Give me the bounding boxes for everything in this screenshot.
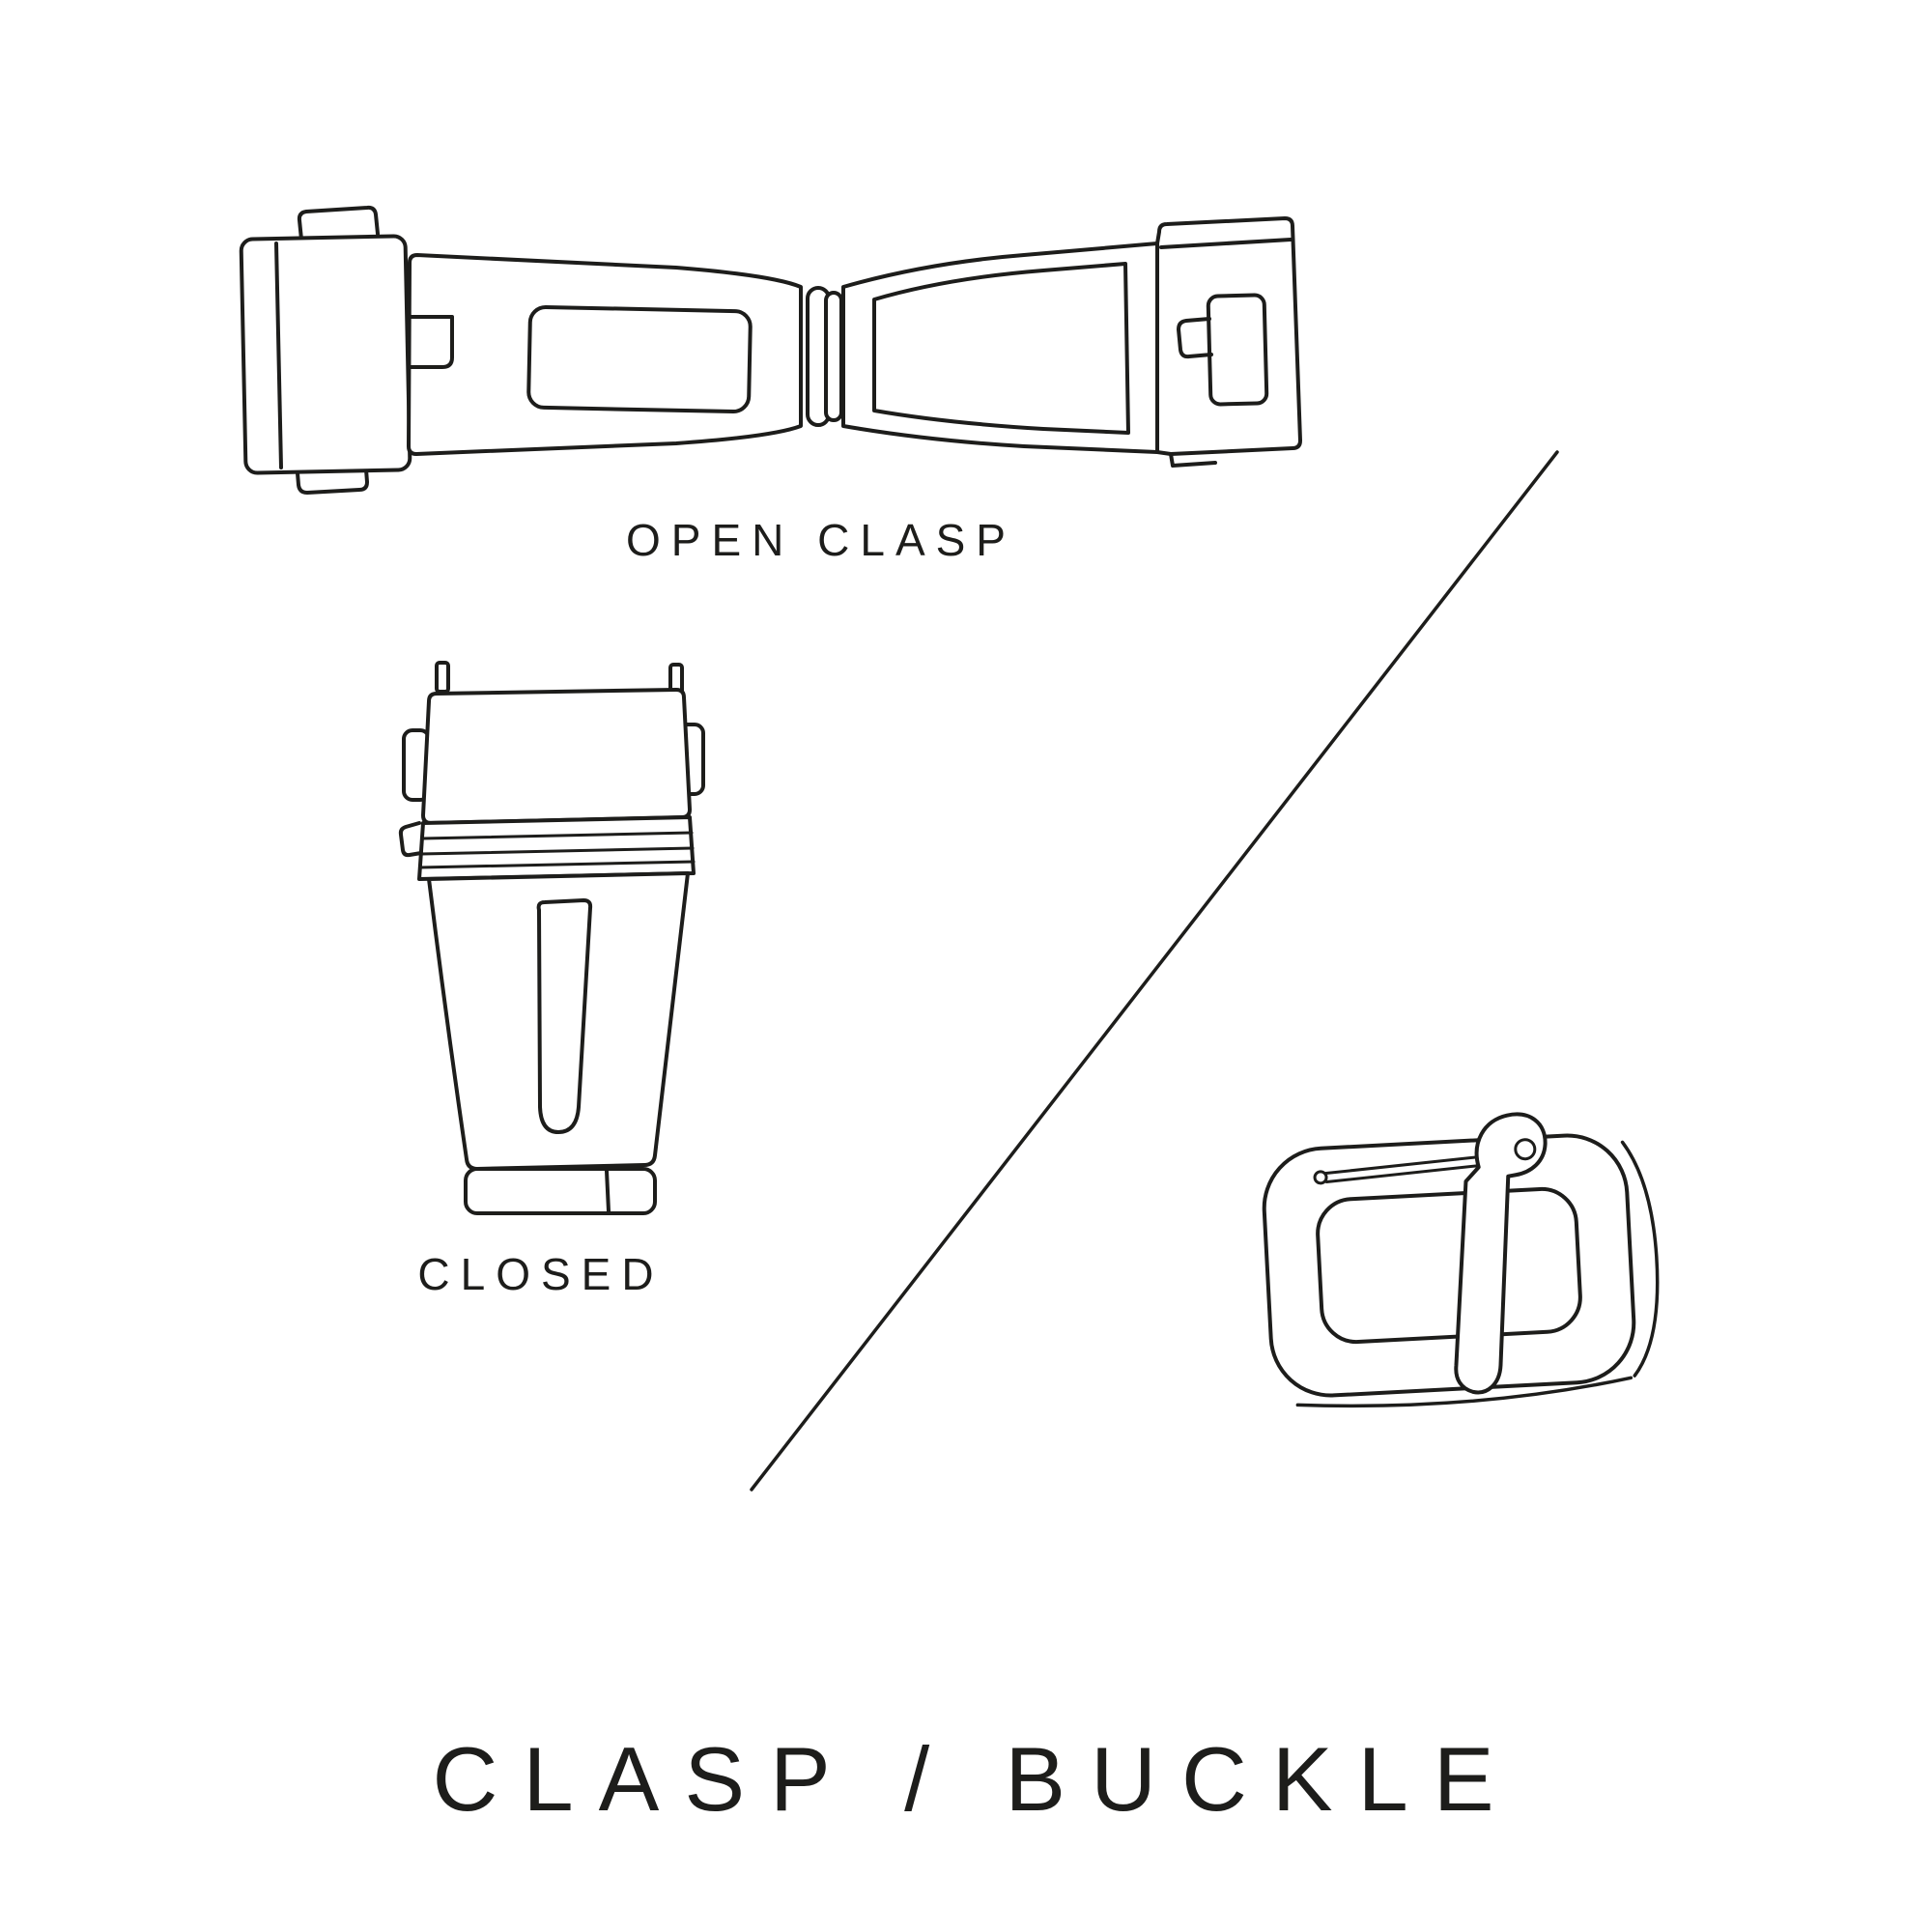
tang-buckle-illustration bbox=[1262, 1112, 1660, 1408]
open-clasp-caption: OPEN CLASP bbox=[626, 515, 1016, 565]
open-clasp-right-end bbox=[1155, 216, 1302, 468]
closed-clasp-prong-left bbox=[435, 661, 450, 694]
open-clasp-right-blade bbox=[841, 242, 1159, 454]
buckle-depth-bottom bbox=[1295, 1376, 1634, 1408]
closed-clasp-band bbox=[398, 815, 696, 881]
buckle-depth-right bbox=[1620, 1140, 1660, 1378]
closed-clasp-illustration bbox=[398, 661, 705, 1215]
closed-clasp-caption: CLOSED bbox=[417, 1249, 665, 1299]
closed-clasp-body bbox=[427, 871, 690, 1171]
open-clasp-left-cover bbox=[239, 205, 412, 495]
buckle-tang bbox=[1454, 1112, 1548, 1395]
buckle-frame-opening bbox=[1316, 1186, 1582, 1345]
closed-clasp-cover bbox=[421, 688, 692, 825]
closed-clasp-bottom-cap bbox=[464, 1167, 657, 1215]
open-clasp-illustration bbox=[239, 205, 1302, 495]
open-clasp-left-blade bbox=[407, 253, 803, 456]
open-clasp-hinge bbox=[806, 286, 843, 427]
diagonal-divider-line bbox=[750, 450, 1559, 1492]
buckle-pin bbox=[1313, 1154, 1489, 1185]
page-title: CLASP / BUCKLE bbox=[432, 1728, 1520, 1830]
